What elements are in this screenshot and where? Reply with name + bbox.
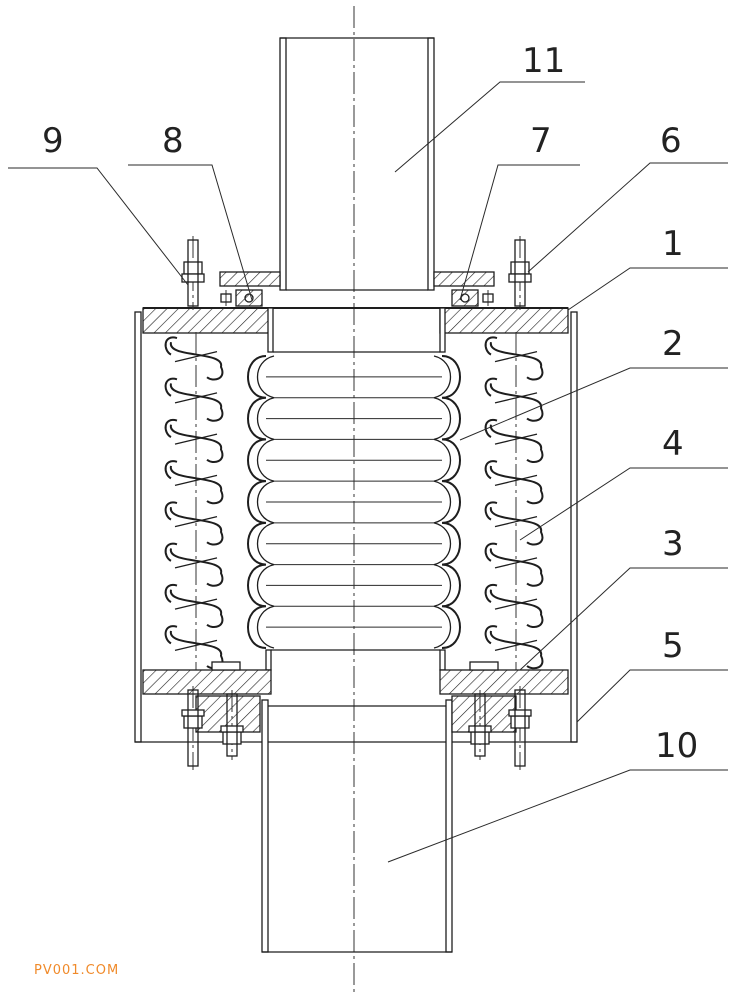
spring-coil-edge xyxy=(164,625,178,645)
spring-coil xyxy=(489,548,544,587)
spring-wire-section xyxy=(494,392,538,404)
spring-coil-edge xyxy=(484,542,498,562)
spring-coil-edge xyxy=(484,418,498,438)
callout-6: 6 xyxy=(660,121,682,161)
spring-wire-section xyxy=(174,433,218,445)
seal-rings xyxy=(235,289,479,307)
spring-coil-edge xyxy=(484,336,498,356)
spring-wire-section xyxy=(494,516,538,528)
bolt-shank xyxy=(187,239,199,307)
nut xyxy=(508,273,532,283)
bolt-shank xyxy=(226,693,238,757)
spring-coil-edge xyxy=(484,460,498,480)
bolt-shank xyxy=(220,293,232,303)
spring-wire-section xyxy=(494,598,538,610)
spring-wire-section xyxy=(494,557,538,569)
callout-labels: 9 8 11 7 6 1 2 4 3 5 10 xyxy=(42,41,698,766)
spring-wire-section xyxy=(174,351,218,363)
spring-left xyxy=(164,332,224,670)
nut xyxy=(508,709,532,717)
nut xyxy=(181,709,205,717)
bolt-shank xyxy=(187,689,199,767)
bolt-shank xyxy=(474,693,486,757)
spring-coil-edge xyxy=(164,460,178,480)
upper-pipe-flange xyxy=(219,271,495,287)
bellows xyxy=(247,355,461,649)
bottom-flange xyxy=(142,661,569,695)
spring-wire-section xyxy=(174,639,218,651)
spring-coil-edge xyxy=(164,583,178,603)
upper-pipe xyxy=(279,37,435,291)
nut xyxy=(468,725,492,733)
bolt-shank xyxy=(482,293,494,303)
spring-coil-edge xyxy=(484,583,498,603)
spring-coil xyxy=(169,548,224,587)
spring-wire-section xyxy=(494,433,538,445)
lower-pipe xyxy=(195,695,517,953)
spring-wire-section xyxy=(494,639,538,651)
spring-coil-edge xyxy=(484,377,498,397)
bolt-shank xyxy=(514,689,526,767)
bellows-right-profile xyxy=(441,355,461,649)
outer-sleeve xyxy=(134,311,578,743)
spring-coil xyxy=(169,465,224,505)
spring-wire-section xyxy=(174,474,218,486)
spring-coil-edge xyxy=(164,501,178,521)
nut xyxy=(510,261,530,275)
spring-wire-section xyxy=(174,516,218,528)
spring-coil xyxy=(169,383,224,422)
spring-coil xyxy=(489,506,544,546)
callout-5: 5 xyxy=(662,626,684,666)
nut xyxy=(222,731,242,745)
spring-coil-edge xyxy=(164,336,178,356)
spring-coil xyxy=(489,630,544,670)
watermark: PV001.COM xyxy=(34,963,120,978)
spring-coil xyxy=(489,465,544,505)
bellows-left-profile xyxy=(247,355,267,649)
callout-7: 7 xyxy=(530,121,552,161)
callout-1: 1 xyxy=(662,224,684,264)
bellows-left-inner xyxy=(257,355,275,649)
spring-wire-section xyxy=(494,474,538,486)
spring-coil-edge xyxy=(484,501,498,521)
callout-11: 11 xyxy=(522,41,565,81)
nut xyxy=(220,725,244,733)
spring-coil xyxy=(169,506,224,546)
spring-coil-edge xyxy=(484,625,498,645)
nut xyxy=(183,261,203,275)
bolt-shank xyxy=(514,239,526,307)
spring-coil xyxy=(489,589,544,628)
callout-3: 3 xyxy=(662,524,684,564)
bolts xyxy=(181,236,532,770)
callout-4: 4 xyxy=(662,424,684,464)
spring-coil xyxy=(489,424,544,463)
spring-coil xyxy=(489,383,544,422)
spring-coil-edge xyxy=(164,377,178,397)
spring-wire-section xyxy=(494,351,538,363)
callout-2: 2 xyxy=(662,324,684,364)
spring-wire-section xyxy=(174,557,218,569)
spring-coil xyxy=(169,424,224,463)
nut xyxy=(510,715,530,729)
leader-lines xyxy=(8,81,728,863)
callout-9: 9 xyxy=(42,121,64,161)
nut xyxy=(470,731,490,745)
spring-wire-section xyxy=(174,392,218,404)
spring-coil-edge xyxy=(164,542,178,562)
spring-coil xyxy=(169,589,224,628)
spring-coil xyxy=(169,341,224,381)
spring-wire-section xyxy=(174,598,218,610)
nut xyxy=(183,715,203,729)
callout-8: 8 xyxy=(162,121,184,161)
spring-coil-edge xyxy=(164,418,178,438)
callout-10: 10 xyxy=(655,726,698,766)
inner-tube xyxy=(265,307,446,671)
spring-coil xyxy=(489,341,544,381)
top-flange xyxy=(142,307,569,334)
bellows-right-inner xyxy=(433,355,451,649)
spring-right xyxy=(484,332,544,670)
